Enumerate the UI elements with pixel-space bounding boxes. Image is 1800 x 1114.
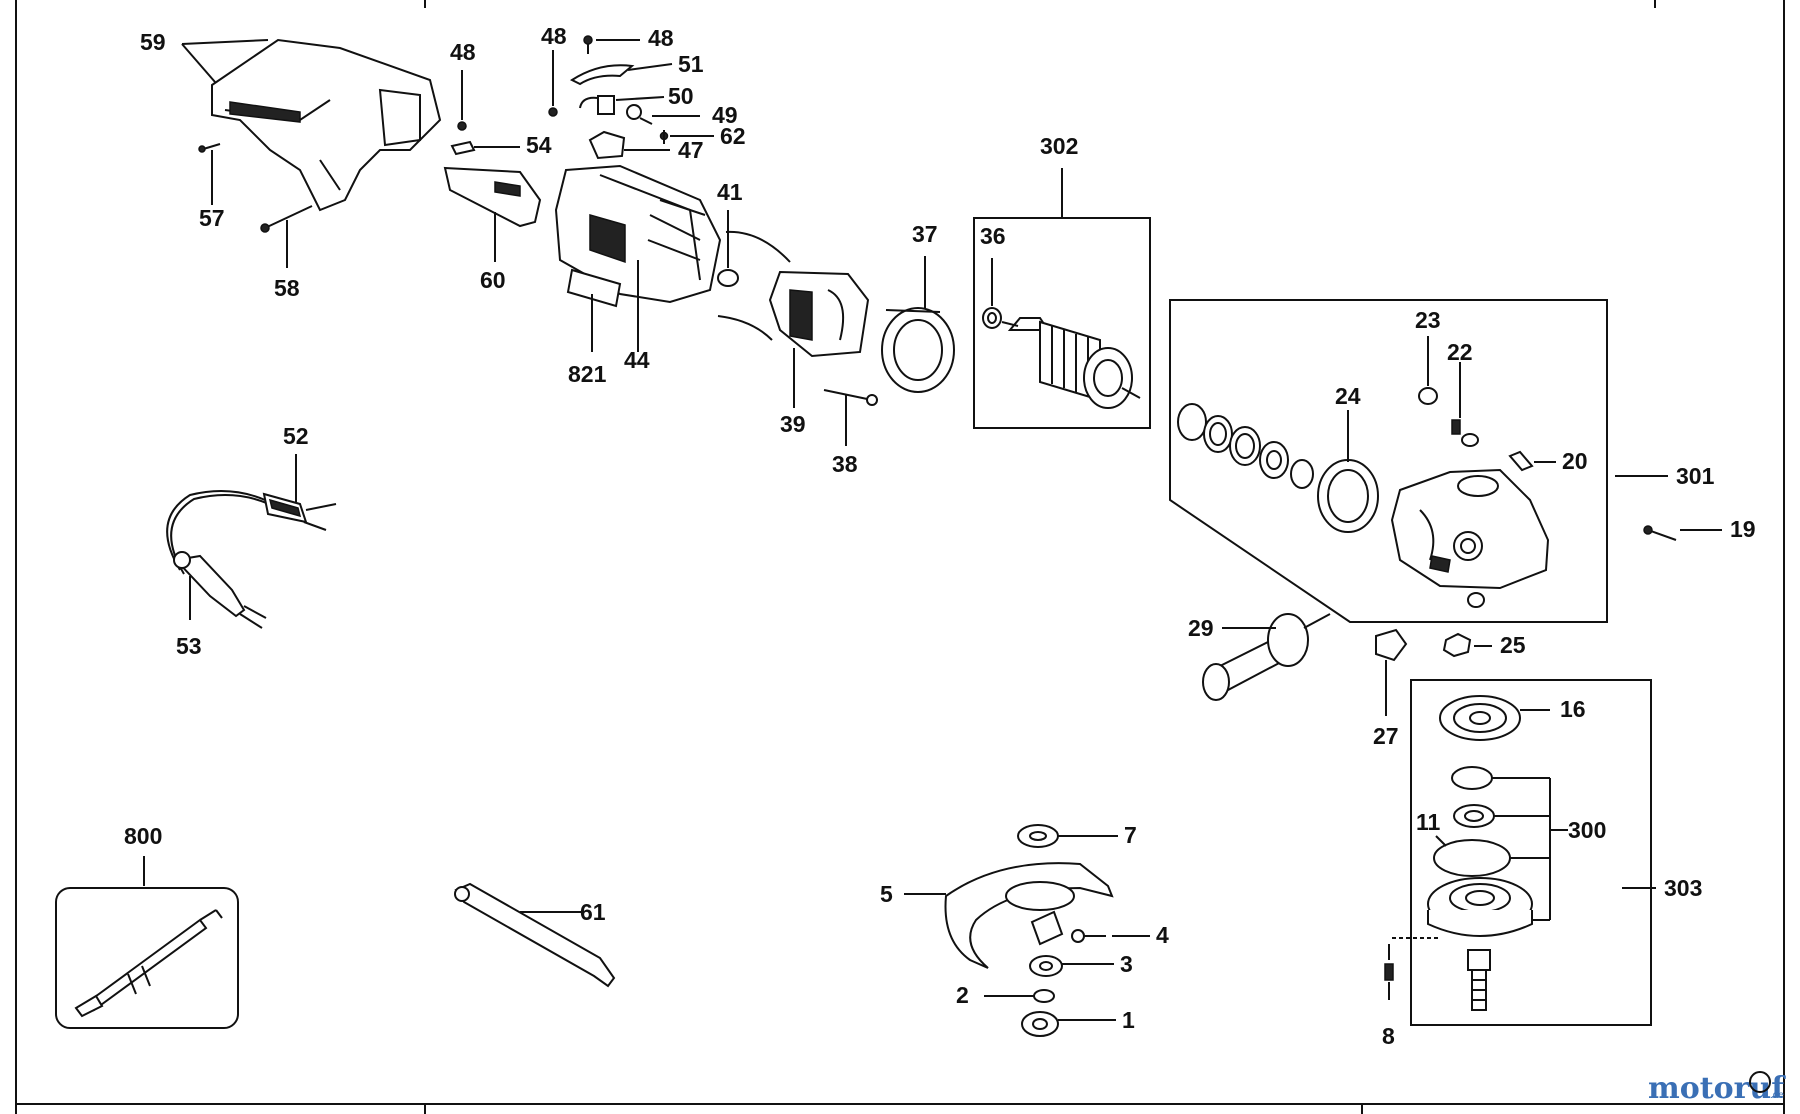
part-label-49: 49	[712, 102, 738, 128]
bearing-set-300	[1433, 766, 1568, 921]
screw-62	[659, 130, 714, 144]
plate-54	[450, 140, 520, 156]
part-label-27: 27	[1373, 723, 1399, 749]
part-label-29: 29	[1188, 615, 1214, 641]
part-label-301: 301	[1676, 463, 1715, 489]
page-frame	[15, 0, 1785, 1114]
spindle	[1467, 949, 1491, 1011]
part-label-7: 7	[1124, 822, 1137, 848]
flange-7	[1017, 824, 1118, 848]
screw-48-top	[583, 35, 640, 54]
bearing-3	[1029, 955, 1114, 977]
bearing-flange	[1427, 877, 1533, 937]
part-label-3: 3	[1120, 951, 1133, 977]
gear-case	[1390, 468, 1550, 608]
part-label-1: 1	[1122, 1007, 1135, 1033]
part-label-37: 37	[912, 221, 938, 247]
part-label-8: 8	[1382, 1023, 1395, 1049]
part-label-11: 11	[1416, 809, 1441, 835]
part-label-62: 62	[720, 123, 746, 149]
part-label-300: 300	[1568, 817, 1606, 843]
watermark-suffix: .de	[1770, 1090, 1784, 1101]
part-label-54: 54	[526, 132, 552, 158]
nut-25	[1442, 632, 1492, 658]
armature-group-302	[973, 168, 1151, 429]
part-label-5: 5	[880, 881, 893, 907]
part-label-19: 19	[1730, 516, 1756, 542]
part-label-4: 4	[1156, 922, 1169, 948]
armature-rotor	[1001, 317, 1141, 409]
pin-wrench-61	[454, 882, 616, 988]
watermark-logo: motoruf .de	[1648, 1071, 1786, 1106]
part-label-821: 821	[568, 361, 607, 387]
brush-cover-51	[569, 63, 673, 86]
part-label-800: 800	[124, 823, 162, 849]
part-label-25: 25	[1500, 632, 1526, 658]
part-label-60: 60	[480, 267, 506, 293]
screw-8	[1384, 937, 1440, 1000]
flange-27	[1375, 628, 1408, 716]
bushing-41	[717, 210, 739, 287]
retaining-rings	[1177, 403, 1314, 489]
field-coil-39	[717, 230, 870, 408]
screw-48-left	[457, 70, 467, 131]
switch-60	[443, 166, 542, 262]
part-label-303: 303	[1664, 875, 1702, 901]
nut-23	[1418, 336, 1438, 405]
screw-4	[1071, 929, 1150, 943]
part-label-58: 58	[274, 275, 300, 301]
handle-housing-part	[211, 38, 442, 212]
bevel-gear-16	[1439, 695, 1550, 741]
side-handle-29	[1202, 613, 1331, 701]
part-label-57: 57	[199, 205, 225, 231]
screw-38	[823, 389, 878, 446]
part-label-47: 47	[678, 137, 704, 163]
part-label-23: 23	[1415, 307, 1441, 333]
part-label-36: 36	[980, 223, 1006, 249]
screw-48-center	[548, 50, 558, 117]
bearing-36	[982, 258, 1002, 329]
pin-20	[1508, 450, 1556, 472]
part-label-52: 52	[283, 423, 309, 449]
spindle-lock-22	[1451, 362, 1479, 447]
gear-housing-group-301	[1169, 299, 1668, 623]
wheel-guard-5	[904, 862, 1114, 969]
part-label-39: 39	[780, 411, 806, 437]
motor-housing-44	[554, 164, 722, 352]
part-label-2: 2	[956, 982, 969, 1008]
flange-nut-1	[1021, 1011, 1116, 1037]
part-label-59: 59	[140, 29, 166, 55]
part-label-22: 22	[1447, 339, 1473, 365]
power-cord-52	[166, 454, 337, 575]
part-label-51: 51	[678, 51, 704, 77]
washer-2	[984, 989, 1055, 1003]
brush-holder-47	[588, 130, 670, 160]
part-label-16: 16	[1560, 696, 1586, 722]
kit-800	[55, 856, 239, 1029]
part-label-61: 61	[580, 899, 606, 925]
brush-spring-49	[626, 104, 700, 125]
part-label-20: 20	[1562, 448, 1588, 474]
part-label-24: 24	[1335, 383, 1361, 409]
part-label-48-top: 48	[648, 25, 674, 51]
part-label-302: 302	[1040, 133, 1078, 159]
part-label-53: 53	[176, 633, 202, 659]
part-label-50: 50	[668, 83, 694, 109]
screw-57	[198, 143, 221, 205]
brush-50	[579, 95, 665, 115]
cord-sleeve-53	[173, 551, 267, 629]
screw-19	[1643, 525, 1722, 541]
rating-label-821	[566, 268, 622, 352]
spiral-pinion-24	[1317, 410, 1379, 533]
part-label-48-center: 48	[541, 23, 567, 49]
screw-58	[260, 205, 313, 268]
part-label-44: 44	[624, 347, 650, 373]
part-label-41: 41	[717, 179, 743, 205]
watermark-text: motoruf	[1648, 1071, 1786, 1106]
part-label-48-left: 48	[450, 39, 476, 65]
baffle-37	[881, 256, 955, 393]
part-label-38: 38	[832, 451, 858, 477]
bearing-flange-group-303	[1410, 679, 1656, 1026]
